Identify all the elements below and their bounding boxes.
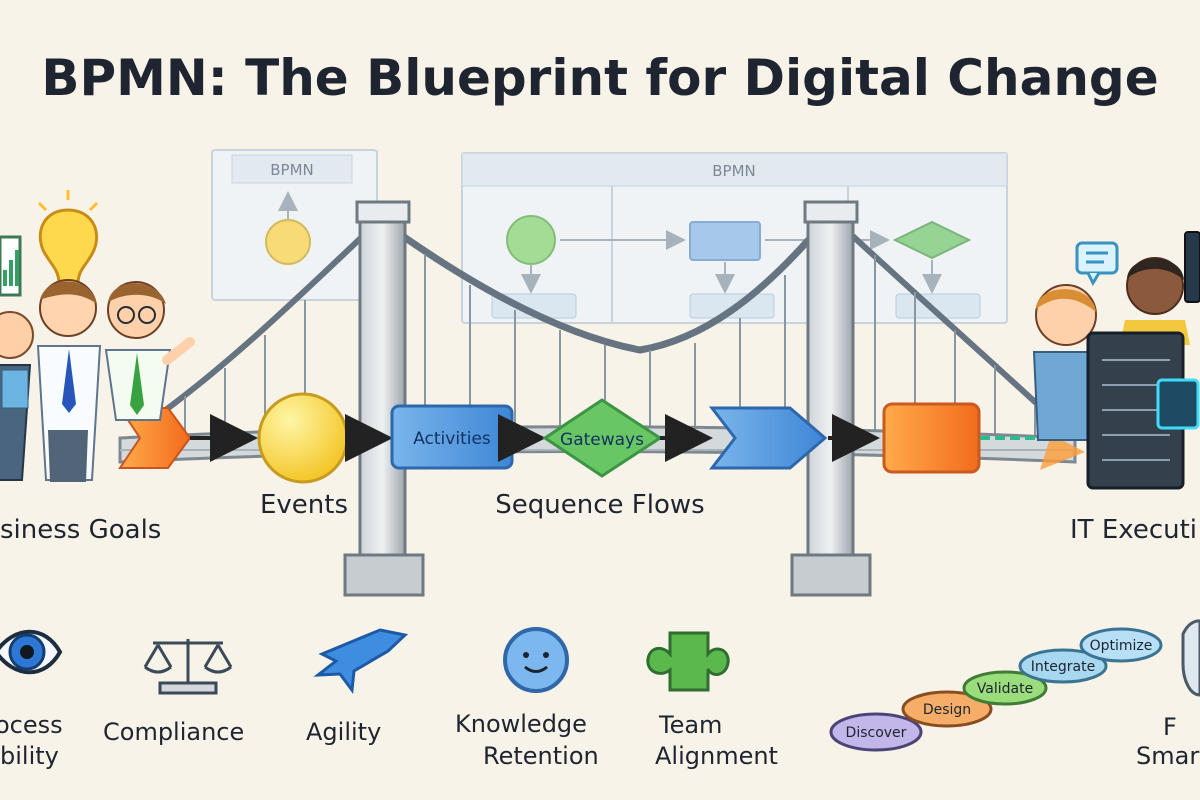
- scale-icon: [143, 639, 233, 695]
- main-cable: [377, 212, 833, 354]
- it-team-illustration: IT Executi: [1032, 231, 1200, 545]
- optimize-step: [1079, 627, 1163, 663]
- validate-label: Validate: [977, 681, 1033, 697]
- right-tower: [790, 200, 872, 597]
- benefits-row: ocess bility Compliance Agility Knowledg…: [0, 627, 778, 770]
- future-label-line-1: F: [1163, 713, 1177, 741]
- events-icon: [257, 392, 349, 484]
- discover-label: Discover: [846, 725, 907, 741]
- compliance-label: Compliance: [103, 718, 244, 746]
- process-visibility-label-line-2: bility: [0, 742, 59, 770]
- knowledge-retention-label-line-2: Retention: [483, 742, 599, 770]
- business-team-illustration: siness Goals: [0, 190, 195, 545]
- large-panel-label: BPMN: [712, 162, 756, 180]
- tablet-icon: [1184, 231, 1200, 303]
- knowledge-retention-label-line-1: Knowledge: [455, 710, 587, 738]
- background-bpmn-panels: BPMN BPMN: [211, 149, 1008, 324]
- validate-step: [962, 670, 1048, 706]
- improvement-steps: Discover Design Validate Integrate Optim…: [829, 619, 1200, 770]
- background-event-icon: [265, 219, 311, 265]
- future-label-line-2: Smart: [1136, 742, 1200, 770]
- discover-step: [829, 712, 923, 752]
- robot-icon: [1181, 619, 1200, 697]
- small-bpmn-header: [231, 154, 353, 184]
- large-bpmn-header: [461, 152, 1008, 187]
- activities-label: Activities: [413, 429, 491, 449]
- process-chevron-icon: [708, 406, 828, 470]
- design-step: [901, 690, 993, 728]
- lightbulb-icon: [38, 208, 99, 284]
- background-gateway-icon: [892, 220, 972, 260]
- team-alignment-label-line-2: Alignment: [655, 742, 778, 770]
- events-label: Events: [260, 490, 348, 520]
- small-panel-label: BPMN: [270, 161, 314, 179]
- agility-arrow-icon: [313, 628, 409, 694]
- chat-bubble-icon: [1075, 241, 1119, 275]
- background-task-icon: [689, 221, 761, 261]
- page-title: BPMN: The Blueprint for Digital Change: [41, 49, 1158, 107]
- integrate-label: Integrate: [1031, 659, 1095, 675]
- agility-label: Agility: [306, 718, 381, 746]
- left-cable: [143, 217, 383, 428]
- sequence-flows-label: Sequence Flows: [495, 490, 704, 520]
- right-cable: [827, 212, 1063, 428]
- gear-icon: [503, 627, 569, 693]
- execution-task-box: [882, 402, 981, 474]
- integrate-step: [1018, 648, 1108, 684]
- it-execution-label: IT Executi: [1070, 515, 1197, 545]
- business-start-arrow-icon: [118, 407, 192, 469]
- left-tower: [343, 200, 425, 597]
- team-alignment-label-line-1: Team: [658, 711, 722, 739]
- puzzle-icon: [646, 631, 730, 692]
- design-label: Design: [923, 702, 971, 718]
- gateways-label: Gateways: [560, 430, 644, 450]
- background-start-event-icon: [506, 215, 556, 265]
- business-goals-label: siness Goals: [0, 515, 161, 545]
- process-visibility-label-line-1: ocess: [0, 711, 63, 739]
- optimize-label: Optimize: [1090, 638, 1153, 654]
